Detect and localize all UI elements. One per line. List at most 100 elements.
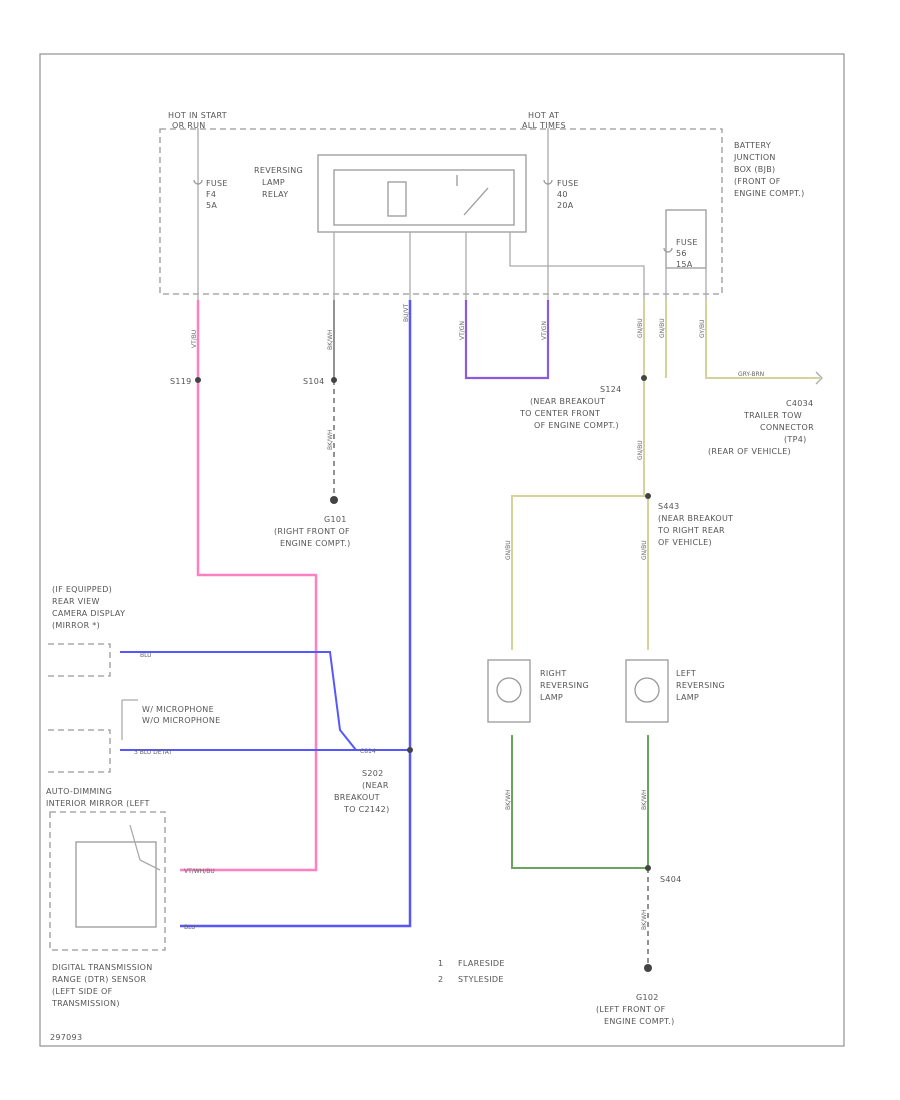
- g101-label-1: G101: [324, 515, 347, 524]
- bjb-dashed-outline: [159, 128, 723, 295]
- bjb-internal-wires: [197, 128, 707, 300]
- s443-label-4: OF VEHICLE): [658, 538, 712, 547]
- g102-label-1: G102: [636, 993, 659, 1002]
- mic-label-2: W/O MICROPHONE: [142, 716, 221, 725]
- wire-bk1-label: BK/WH: [327, 329, 334, 350]
- s119-label: S119: [170, 377, 192, 386]
- ground-g102-icon: [644, 964, 652, 972]
- relay-label-1: REVERSING: [254, 166, 303, 175]
- bjb-label-5: ENGINE COMPT.): [734, 189, 805, 198]
- dtr-switch-icon: [129, 824, 161, 871]
- wire-tow-label: GRY-BRN: [738, 371, 764, 378]
- wire-gy3-label: GY/BU: [699, 319, 706, 338]
- dtr-label-4: TRANSMISSION): [51, 999, 120, 1008]
- splice-s404-dot: [645, 865, 651, 871]
- wire-bk-ll-label: BK/WH: [641, 789, 648, 810]
- camera-label-1: (IF EQUIPPED): [52, 585, 112, 594]
- ground-g101-icon: [330, 496, 338, 504]
- fuse-40-icon: [543, 179, 553, 185]
- fuse-40-label-1: FUSE: [557, 179, 579, 188]
- relay-inner-box: [333, 169, 515, 226]
- camera-label-4: (MIRROR *): [52, 621, 100, 630]
- footer-code: 297093: [50, 1033, 82, 1042]
- camera-label-2: REAR VIEW: [52, 597, 100, 606]
- c4034-label-2: TRAILER TOW: [743, 411, 802, 420]
- mirror-box: [48, 729, 111, 773]
- fuse-56-icon: [663, 247, 673, 253]
- s202-label-1: S202: [362, 769, 384, 778]
- g102-label-3: ENGINE COMPT.): [604, 1017, 675, 1026]
- legend-1-text: FLARESIDE: [458, 959, 505, 968]
- fuse-f4-label-2: F4: [206, 190, 216, 199]
- wire-bk-rl-label: BK/WH: [505, 789, 512, 810]
- wire-bu-label: BU/VT: [403, 303, 410, 322]
- relay-label-2: LAMP: [262, 178, 285, 187]
- relay-outer-box: [317, 154, 527, 233]
- s124-label-1: S124: [600, 385, 622, 394]
- right-lamp-bulb-icon: [496, 677, 522, 703]
- fuse-f4-label-3: 5A: [206, 201, 217, 210]
- mirror-label-1: AUTO-DIMMING: [46, 787, 112, 796]
- fuse-56-box: [665, 209, 707, 269]
- s124-label-4: OF ENGINE COMPT.): [534, 421, 619, 430]
- camera-display-box: [48, 643, 111, 677]
- relay-switch: [456, 175, 489, 216]
- wire-pk-dtr-label: VT/WH/BU: [184, 868, 215, 875]
- left-lamp-box: [625, 659, 669, 723]
- wire-gy2-label: GN/BU: [659, 318, 666, 338]
- c4034-label-4: (TP4): [784, 435, 807, 444]
- wire-blue-main: [180, 300, 412, 928]
- wire-gy-s124-label: GN/BU: [637, 440, 644, 460]
- bjb-label-1: BATTERY: [734, 141, 771, 150]
- relay-coil: [387, 181, 407, 217]
- s124-label-2: (NEAR BREAKOUT: [530, 397, 605, 406]
- c4034-label-1: C4034: [786, 399, 813, 408]
- right-lamp-label-2: REVERSING: [540, 681, 589, 690]
- bjb-label-2: JUNCTION: [733, 153, 776, 162]
- right-lamp-label-1: RIGHT: [540, 669, 567, 678]
- s104-label: S104: [303, 377, 325, 386]
- wire-gy1-label: GN/BU: [637, 318, 644, 338]
- left-lamp-label-3: LAMP: [676, 693, 699, 702]
- wire-green: [511, 735, 649, 869]
- c4034-label-3: CONNECTOR: [760, 423, 814, 432]
- camera-label-3: CAMERA DISPLAY: [52, 609, 125, 618]
- g101-label-2: (RIGHT FRONT OF: [274, 527, 350, 536]
- g101-label-3: ENGINE COMPT.): [280, 539, 351, 548]
- s443-label-1: S443: [658, 502, 680, 511]
- splice-s119-dot: [195, 377, 201, 383]
- g102-label-2: (LEFT FRONT OF: [596, 1005, 666, 1014]
- wire-vt1-label: VT/GN: [459, 321, 466, 340]
- s202-label-2: (NEAR: [362, 781, 389, 790]
- wire-violet: [464, 300, 550, 380]
- dtr-inner-box: [75, 841, 157, 928]
- bjb-label-3: BOX (BJB): [734, 165, 775, 174]
- splice-s202-dot: [407, 747, 413, 753]
- fuse-56-label-2: 56: [676, 249, 687, 258]
- c4034-label-5: (REAR OF VEHICLE): [708, 447, 791, 456]
- splice-s443-dot: [645, 493, 651, 499]
- s202-connector-label: C814: [360, 748, 376, 755]
- wire-bu-mir-label: 3 BLU DETAT: [134, 749, 172, 756]
- wire-pk-label: VT/BU: [191, 330, 198, 348]
- left-lamp-bulb-icon: [634, 677, 660, 703]
- s443-label-2: (NEAR BREAKOUT: [658, 514, 733, 523]
- left-lamp-label-2: REVERSING: [676, 681, 725, 690]
- splice-s124-dot: [641, 375, 647, 381]
- splice-s104-dot: [331, 377, 337, 383]
- fuse-56-label-1: FUSE: [676, 238, 698, 247]
- wire-pink: [180, 300, 318, 872]
- connector-c4034-icon: [815, 371, 823, 385]
- fuse-40-label-3: 20A: [557, 201, 574, 210]
- wire-bk-g101-label: BK/WH: [327, 429, 334, 450]
- s202-label-4: TO C2142): [343, 805, 390, 814]
- s202-label-3: BREAKOUT: [334, 793, 380, 802]
- wire-blue-camera: [120, 651, 410, 751]
- dtr-label-2: RANGE (DTR) SENSOR: [52, 975, 146, 984]
- right-lamp-box: [487, 659, 531, 723]
- right-lamp-label-3: LAMP: [540, 693, 563, 702]
- s404-label: S404: [660, 875, 682, 884]
- wire-gy-ll-label: GN/BU: [641, 540, 648, 560]
- hot-all-label-2: ALL TIMES: [522, 121, 566, 130]
